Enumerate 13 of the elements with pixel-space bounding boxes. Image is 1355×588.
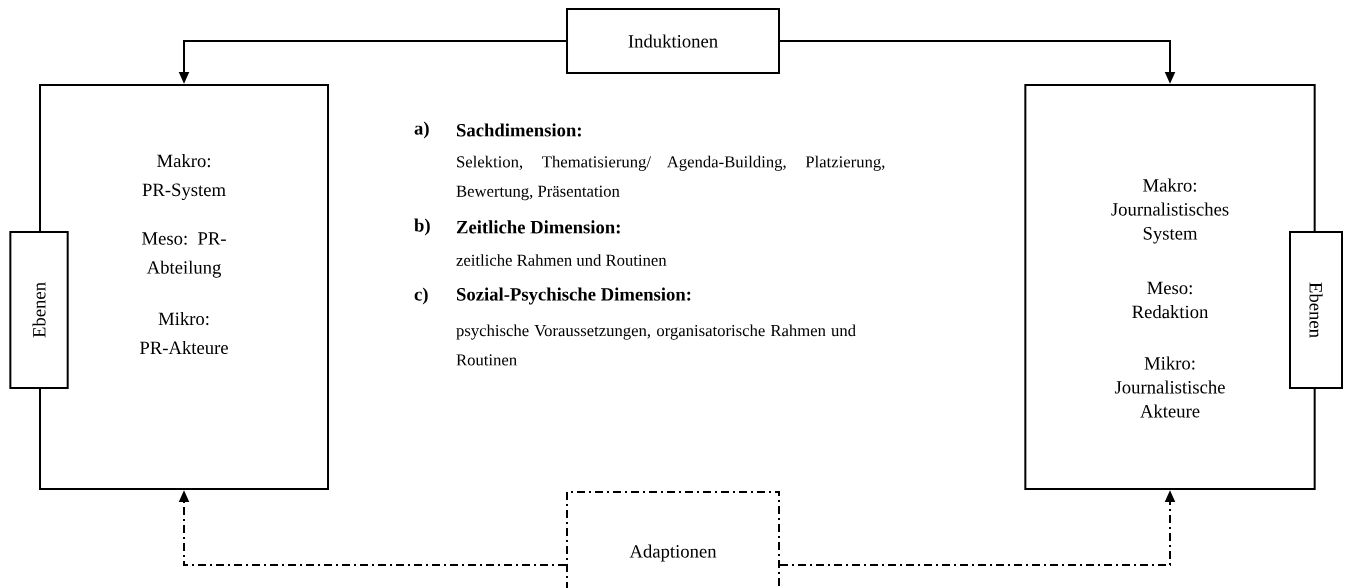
text-box: Adaptionen bbox=[566, 491, 780, 588]
text-box: Induktionen bbox=[566, 8, 780, 74]
item-letter: b) bbox=[414, 218, 430, 236]
label-box: Ebenen bbox=[1289, 231, 1343, 389]
heading: Sozial-Psychische Dimension: bbox=[457, 287, 691, 305]
body: Selektion, Thematisierung/ Agenda-Building, Platzierung, Bewertung, Präsentation bbox=[456, 155, 885, 201]
item-letter: a) bbox=[414, 121, 429, 139]
heading: Sachdimension: bbox=[457, 123, 581, 137]
item-letter: c) bbox=[414, 287, 428, 305]
body: zeitliche Rahmen und Routinen bbox=[456, 254, 667, 266]
label-box: Ebenen bbox=[9, 231, 69, 389]
heading: Zeitliche Dimension: bbox=[456, 220, 620, 234]
body: psychische Voraussetzungen, organisatorische Rahmen und Routinen bbox=[456, 324, 856, 366]
